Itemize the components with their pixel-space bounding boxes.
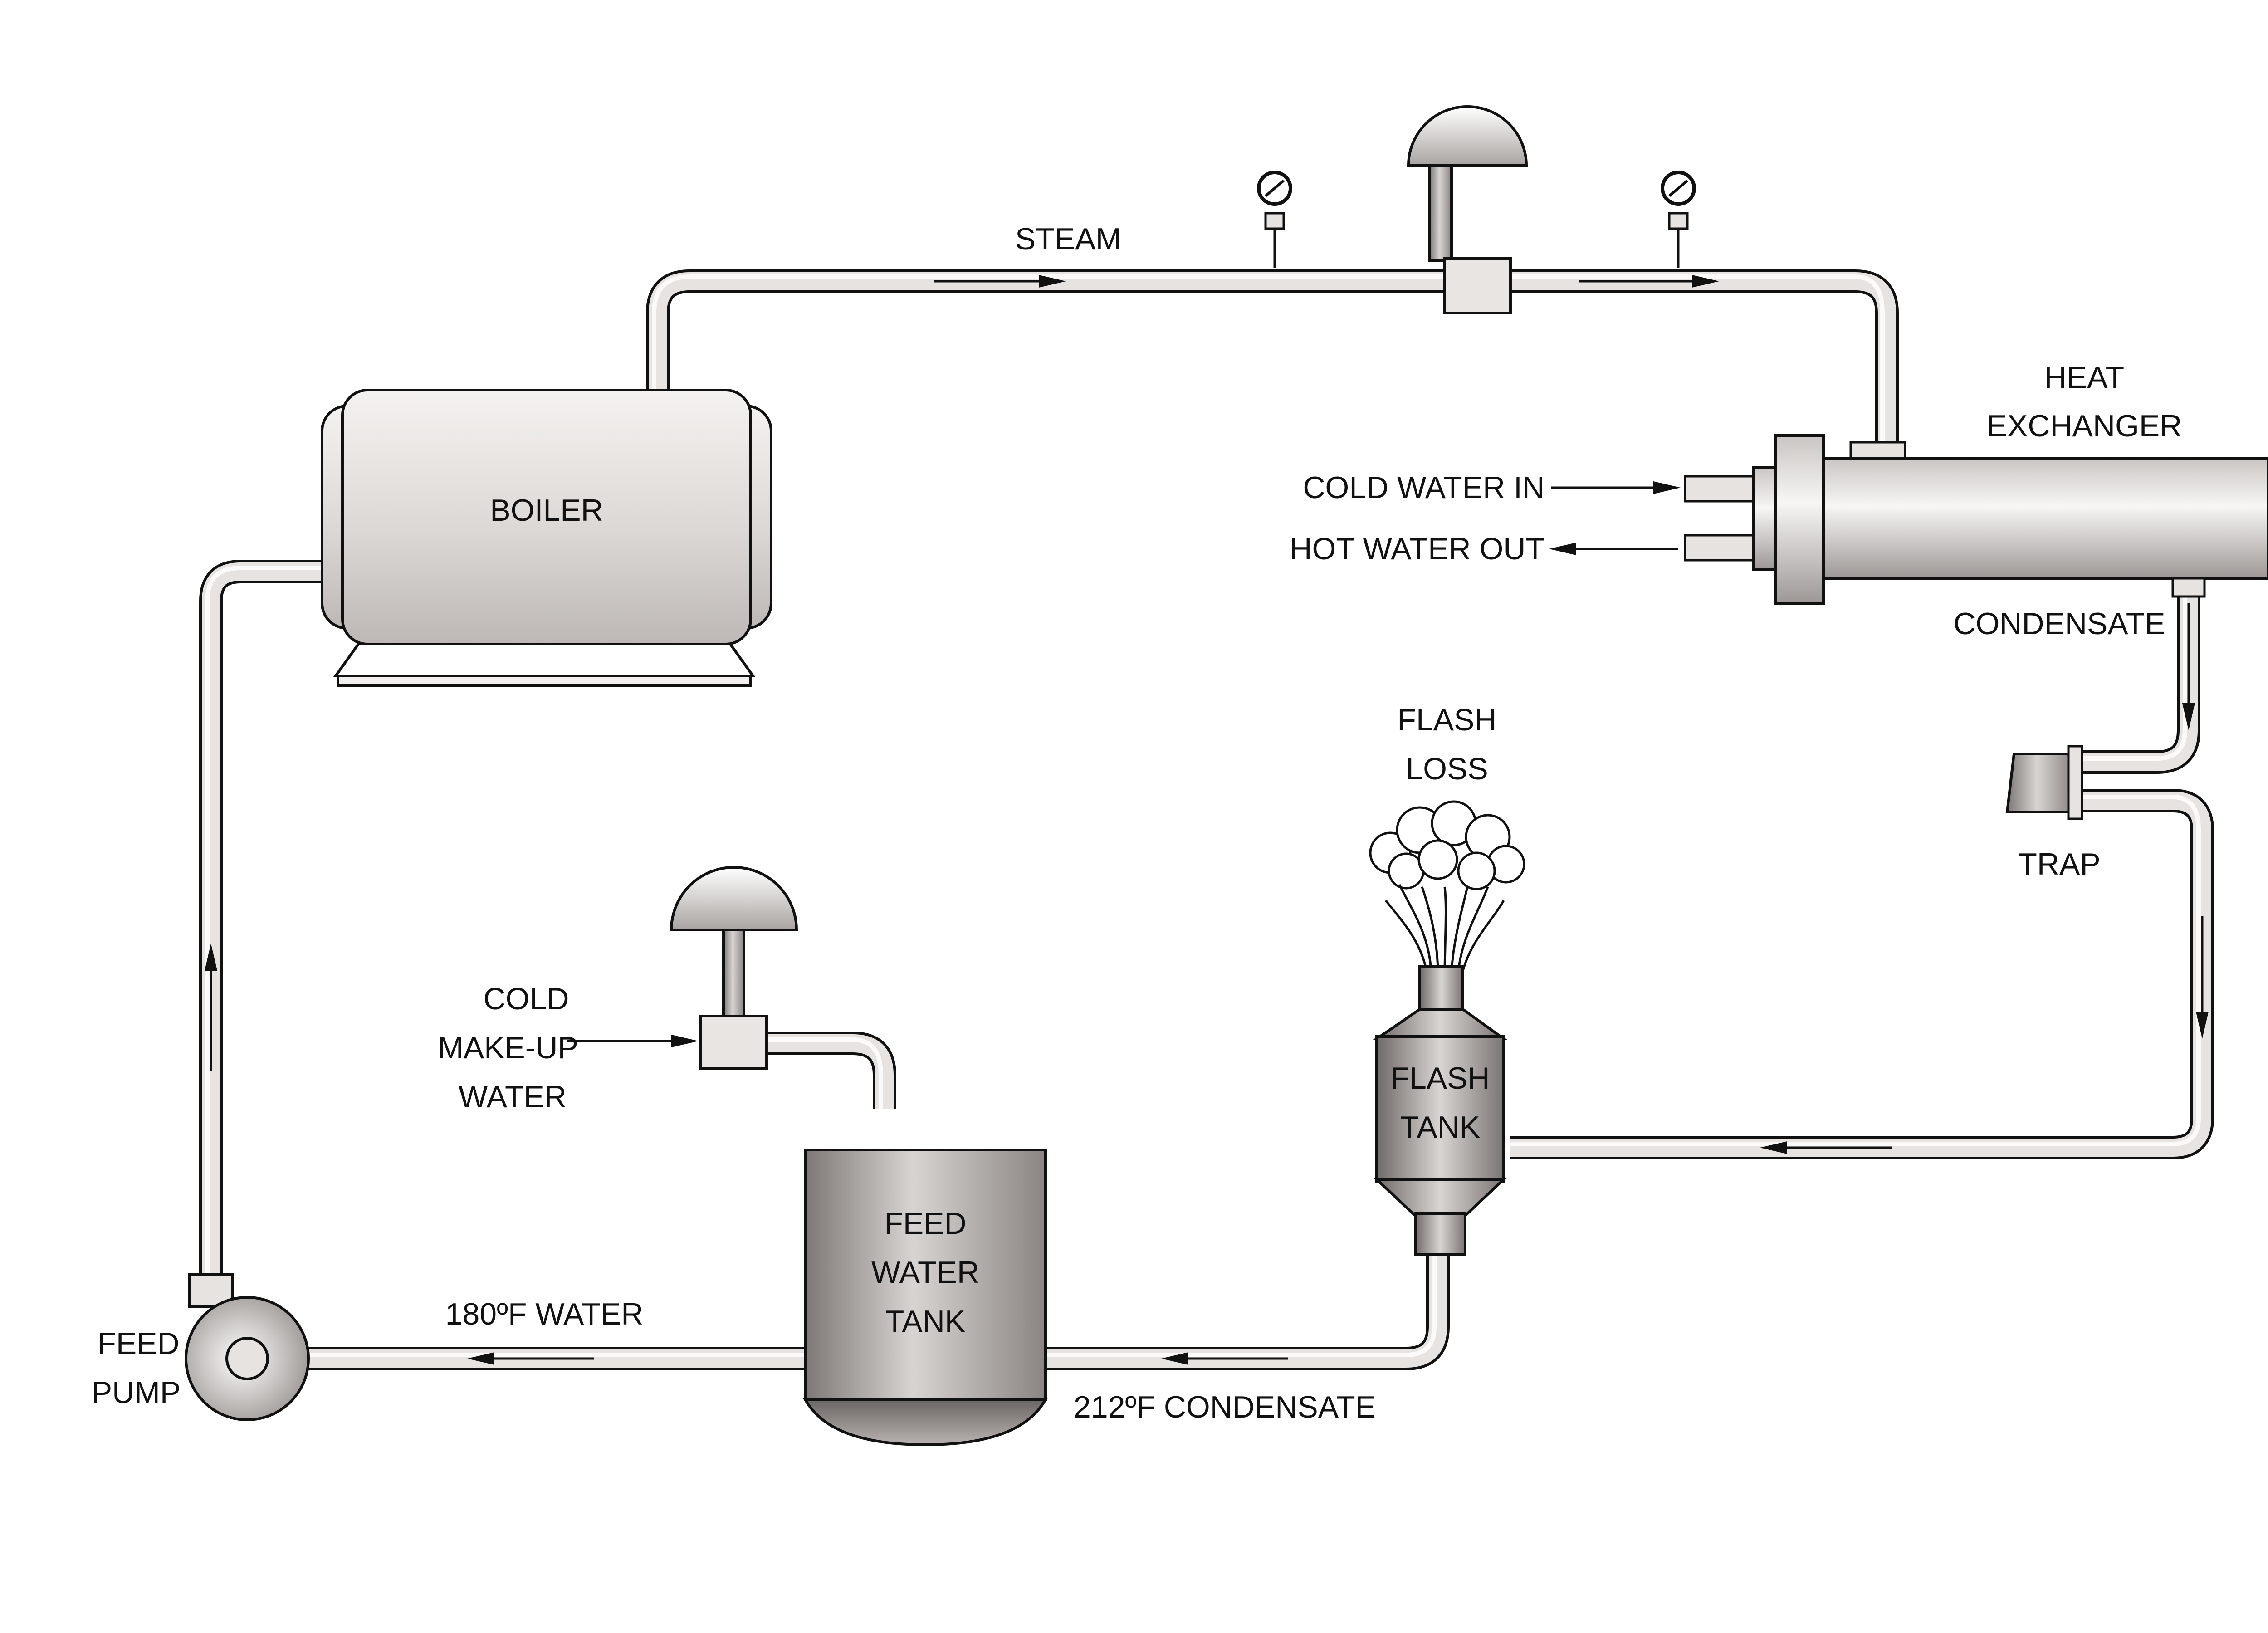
heat-exchanger: HEAT EXCHANGER — [1684, 360, 2268, 605]
boiler-feed-pipe — [199, 560, 322, 1297]
steam-label: STEAM — [1015, 222, 1121, 256]
flash-tank-label-line1: FLASH — [1390, 1061, 1490, 1095]
makeup-water-label-line3: WATER — [459, 1080, 567, 1114]
feed-water-temp-label: 180ºF WATER — [445, 1297, 644, 1331]
steam-flow-arrow-2 — [1579, 275, 1719, 288]
heat-exchanger-label-line1: HEAT — [2044, 360, 2124, 395]
makeup-water-valve: COLD MAKE-UP WATER — [438, 866, 798, 1114]
boiler: BOILER — [321, 389, 772, 687]
boiler-label: BOILER — [490, 493, 603, 528]
feed-water-tank-label-line3: TANK — [885, 1304, 965, 1339]
cold-water-in-label: COLD WATER IN — [1303, 470, 1545, 505]
makeup-water-pipe — [762, 1032, 896, 1109]
makeup-water-label-line1: COLD — [484, 982, 569, 1016]
feed-water-left-arrow — [467, 1352, 594, 1365]
condensate-outlet-pipe — [2082, 590, 2200, 774]
condensate-down-arrow — [2182, 603, 2195, 730]
flash-loss-plume: FLASH LOSS — [1369, 703, 1525, 971]
return-down-arrow — [2196, 916, 2209, 1039]
condensate-temp-label: 212ºF CONDENSATE — [1074, 1390, 1376, 1424]
flash-loss-label-line1: FLASH — [1397, 703, 1496, 737]
feed-water-tank: FEED WATER TANK — [802, 1149, 1048, 1447]
hot-water-out: HOT WATER OUT — [1290, 532, 1678, 566]
steam-trap: TRAP — [2005, 745, 2101, 881]
flash-tank-label-line2: TANK — [1400, 1110, 1480, 1144]
return-left-arrow — [1760, 1141, 1892, 1154]
feed-pump: FEED PUMP — [92, 1273, 310, 1421]
cold-water-in: COLD WATER IN — [1303, 470, 1681, 505]
hot-water-out-label: HOT WATER OUT — [1290, 532, 1545, 566]
condensate-label: CONDENSATE — [1953, 606, 2165, 641]
feed-up-arrow — [205, 944, 217, 1071]
condensate-return-pipe — [1043, 1216, 1450, 1370]
trap-label: TRAP — [2018, 847, 2100, 881]
heat-exchanger-label-line2: EXCHANGER — [1987, 409, 2182, 443]
feed-pump-label-line1: FEED — [97, 1326, 179, 1361]
pressure-gauge-upstream — [1257, 171, 1292, 268]
feed-water-tank-label-line1: FEED — [884, 1206, 966, 1241]
flow-arrows — [205, 275, 2209, 1365]
steam-control-valve — [1407, 105, 1528, 314]
pressure-gauge-downstream — [1661, 171, 1696, 268]
flash-tank: FLASH TANK — [1372, 965, 1508, 1256]
makeup-water-label-line2: MAKE-UP — [438, 1031, 578, 1065]
condensate-left-arrow — [1161, 1352, 1288, 1365]
feed-water-tank-label-line2: WATER — [871, 1255, 979, 1290]
steam-flow-arrow — [934, 275, 1066, 288]
steam-main-pipe — [646, 269, 1899, 449]
feed-pump-label-line2: PUMP — [92, 1375, 181, 1410]
flash-loss-label-line2: LOSS — [1406, 752, 1488, 786]
